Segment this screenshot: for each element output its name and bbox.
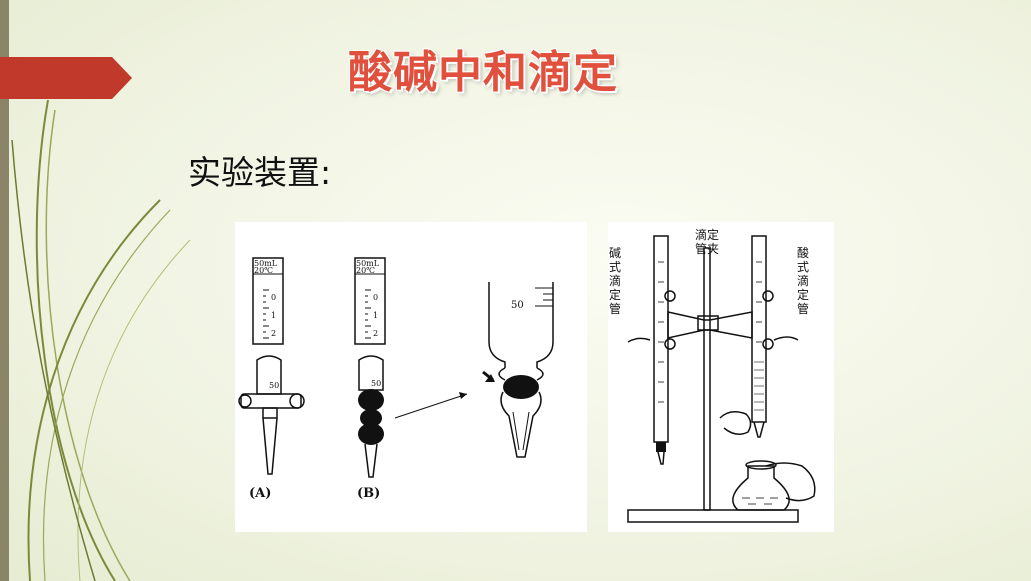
slide-title: 酸碱中和滴定 [348, 47, 618, 98]
tube-a-tick-1: 1 [271, 311, 276, 320]
slide-subtitle: 实验装置: [188, 153, 332, 192]
tube-a-lower-mark: 50 [269, 381, 279, 390]
label-a: (A) [249, 486, 272, 501]
decorative-curves [11, 99, 191, 581]
title-ribbon [0, 57, 132, 99]
tube-b-lower-mark: 50 [371, 379, 381, 388]
tube-b-tick-0: 0 [373, 293, 378, 302]
tube-a-head: 50mL [254, 259, 278, 268]
label-base-burette: 碱式滴定管 [608, 246, 621, 316]
tube-b-temp: 20℃ [356, 266, 375, 275]
label-acid-burette: 酸式滴定管 [796, 246, 809, 316]
tube-b-tick-2: 2 [373, 329, 378, 338]
titration-stand-diagram [608, 222, 834, 532]
label-b: (B) [357, 486, 381, 501]
burette-diagram: 50mL 20℃ 0 1 2 50 50mL 20℃ 0 1 2 50 50 [235, 222, 587, 532]
label-clamp: 滴定管夹 [694, 228, 719, 256]
burette-figure-left: 50mL 20℃ 0 1 2 50 50mL 20℃ 0 1 2 50 50 (… [235, 222, 587, 536]
tube-b-tick-1: 1 [373, 311, 378, 320]
tube-a-tick-0: 0 [271, 293, 276, 302]
titration-setup-figure: 碱式滴定管 滴定管夹 酸式滴定管 [608, 222, 834, 536]
tube-a-temp: 20℃ [254, 266, 273, 275]
left-accent-bar [0, 0, 9, 581]
tube-a-tick-2: 2 [271, 329, 276, 338]
tube-b-head: 50mL [356, 259, 380, 268]
zoom-mark: 50 [511, 300, 524, 311]
